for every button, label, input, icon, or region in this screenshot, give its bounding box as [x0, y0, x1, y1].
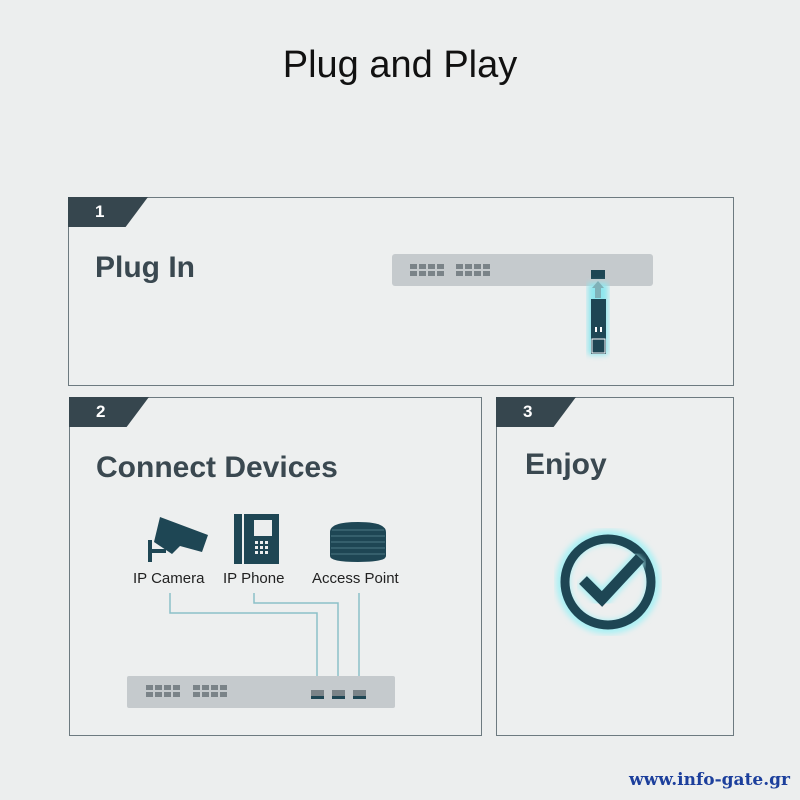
ip-phone-icon: [234, 514, 279, 564]
step-heading: Plug In: [95, 251, 195, 284]
device-label-access-point: Access Point: [312, 570, 399, 587]
switch-icon: [392, 254, 653, 286]
sfp-module-icon: [588, 281, 608, 355]
device-label-ip-camera: IP Camera: [133, 570, 205, 587]
step-heading: Enjoy: [525, 448, 607, 481]
ip-camera-icon: [148, 517, 208, 562]
cables: [169, 593, 360, 690]
checkmark-icon: [556, 530, 660, 634]
access-point-icon: [330, 522, 386, 562]
step-heading: Connect Devices: [96, 451, 338, 484]
step-plug-in-card: 1 Plug In: [68, 197, 734, 386]
switch-icon: [127, 676, 395, 708]
device-label-ip-phone: IP Phone: [223, 570, 285, 587]
step-enjoy-card: 3 Enjoy: [496, 397, 734, 736]
page-title: Plug and Play: [282, 44, 518, 86]
watermark: www.info-gate.gr: [629, 770, 790, 790]
